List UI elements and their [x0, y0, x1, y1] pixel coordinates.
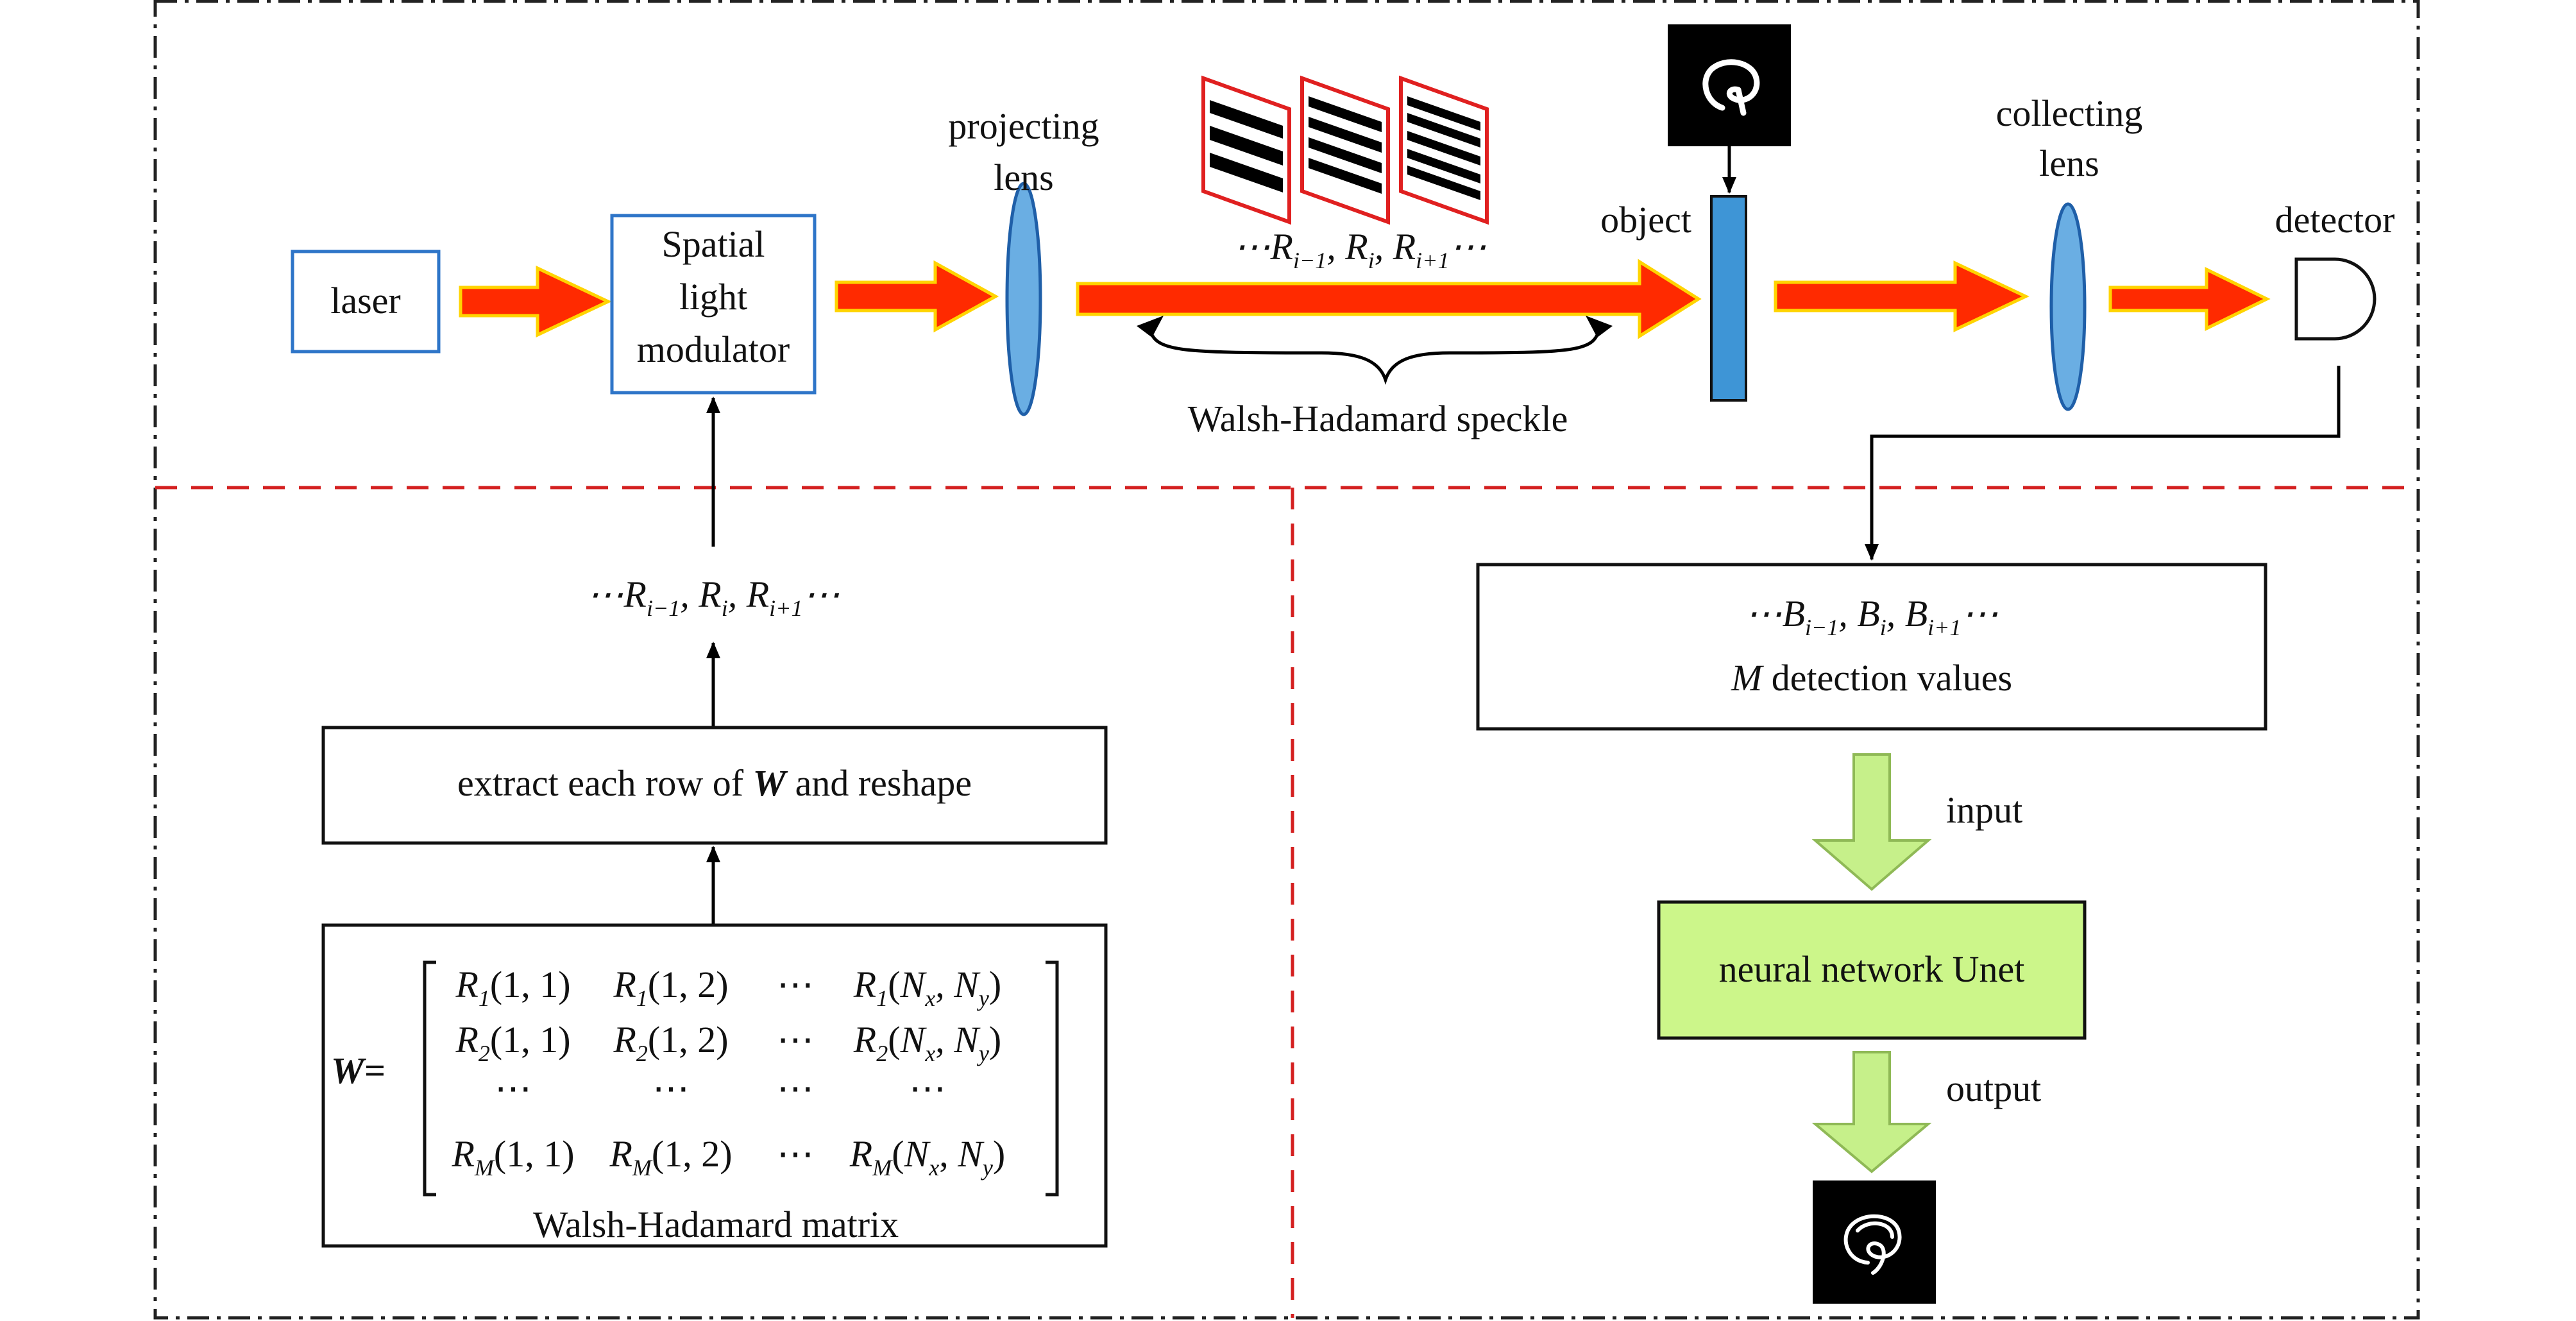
input-arrow [1811, 753, 1932, 891]
output-arrow [1811, 1051, 1932, 1173]
reconstruction-digit-glyph [1843, 1214, 1902, 1275]
object-label: object [1600, 199, 1691, 241]
speckle-caption: Walsh-Hadamard speckle [1188, 398, 1568, 439]
detector-label: detector [2275, 199, 2395, 241]
matrix-cell-r3-c4: ⋯ [909, 1068, 946, 1109]
matrix-cell-r1-c4: R1(Nx, Ny) [853, 964, 1001, 1011]
matrix-cell-r4-c1: RM(1, 1) [451, 1133, 574, 1180]
matrix-cell-r2-c2: R2(1, 2) [613, 1019, 728, 1066]
detection-count-label: M detection values [1731, 657, 2012, 699]
slm-label-line1: Spatial [661, 223, 765, 265]
matrix-cell-r2-c4: R2(Nx, Ny) [853, 1019, 1001, 1066]
matrix-cell-r1-c2: R1(1, 2) [613, 964, 728, 1011]
slm-box [610, 214, 817, 395]
projecting-lens-label-line2: lens [994, 157, 1053, 198]
object-image [1668, 24, 1791, 146]
matrix-left-bracket [423, 960, 436, 1197]
speckle-pattern-1 [1201, 75, 1291, 225]
laser-label: laser [330, 280, 401, 321]
matrix-cell-r4-c2: RM(1, 2) [609, 1133, 732, 1180]
matrix-cell-r1-c3: ⋯ [777, 964, 814, 1005]
collecting-lens-label-line1: collecting [1996, 92, 2143, 134]
detection-values-box [1476, 563, 2267, 731]
matrix-cell-r4-c3: ⋯ [777, 1133, 814, 1175]
beam-arrow-4 [2108, 266, 2271, 332]
speckle-pattern-2 [1300, 75, 1390, 225]
matrix-caption: Walsh-Hadamard matrix [533, 1204, 899, 1245]
object-slab [1710, 195, 1747, 402]
speckle-pattern-3 [1399, 75, 1489, 225]
slm-label-line3: modulator [637, 328, 790, 370]
matrix-cell-r3-c2: ⋯ [652, 1068, 690, 1109]
beam-arrow-1 [459, 266, 612, 337]
beam-arrow-long [1076, 259, 1702, 339]
collecting-lens-label-line2: lens [2039, 142, 2099, 184]
detector-signal-line [1865, 366, 2341, 561]
slm-label-line2: light [679, 276, 747, 318]
detection-sequence: ⋯Bi−1, Bi, Bi+1⋯ [1745, 593, 1999, 640]
output-label: output [1946, 1068, 2041, 1109]
matrix-cell-r1-c1: R1(1, 1) [455, 964, 570, 1011]
matrix-cell-r3-c1: ⋯ [495, 1068, 532, 1109]
brace-arrowhead-left [1137, 316, 1164, 337]
matrix-cell-r2-c3: ⋯ [777, 1019, 814, 1061]
matrix-cell-r3-c3: ⋯ [777, 1068, 814, 1109]
matrix-cell-r4-c4: RM(Nx, Ny) [849, 1133, 1005, 1180]
extract-box-label: extract each row of W and reshape [457, 762, 972, 804]
projecting-lens [1005, 182, 1042, 416]
detector-shape [2294, 257, 2377, 341]
brace-arrowhead-right [1586, 316, 1613, 337]
beam-arrow-3 [1774, 260, 2029, 332]
outer-frame [153, 0, 2420, 1320]
laser-box [291, 250, 441, 354]
matrix-cells: R1(1, 1) R1(1, 2) ⋯ R1(Nx, Ny) R2(1, 1) R2(1,… [451, 964, 1005, 1180]
projecting-lens-label-line1: projecting [948, 105, 1099, 147]
object-digit-glyph [1702, 59, 1760, 116]
matrix-right-bracket [1046, 960, 1059, 1197]
input-label: input [1946, 789, 2022, 831]
speckle-sequence: ⋯Ri−1, Ri, Ri+1⋯ [1233, 226, 1487, 273]
matrix-box [321, 923, 1108, 1248]
neural-network-label: neural network Unet [1719, 948, 2025, 990]
extract-box [321, 726, 1108, 845]
neural-network-box [1657, 900, 2087, 1040]
collecting-lens [2049, 202, 2087, 411]
beam-arrow-2 [835, 260, 999, 333]
pattern-sequence: ⋯Ri−1, Ri, Ri+1⋯ [587, 574, 840, 621]
matrix-cell-r2-c1: R2(1, 1) [455, 1019, 570, 1066]
matrix-lhs: W= [331, 1050, 386, 1091]
speckle-brace [1148, 327, 1602, 385]
